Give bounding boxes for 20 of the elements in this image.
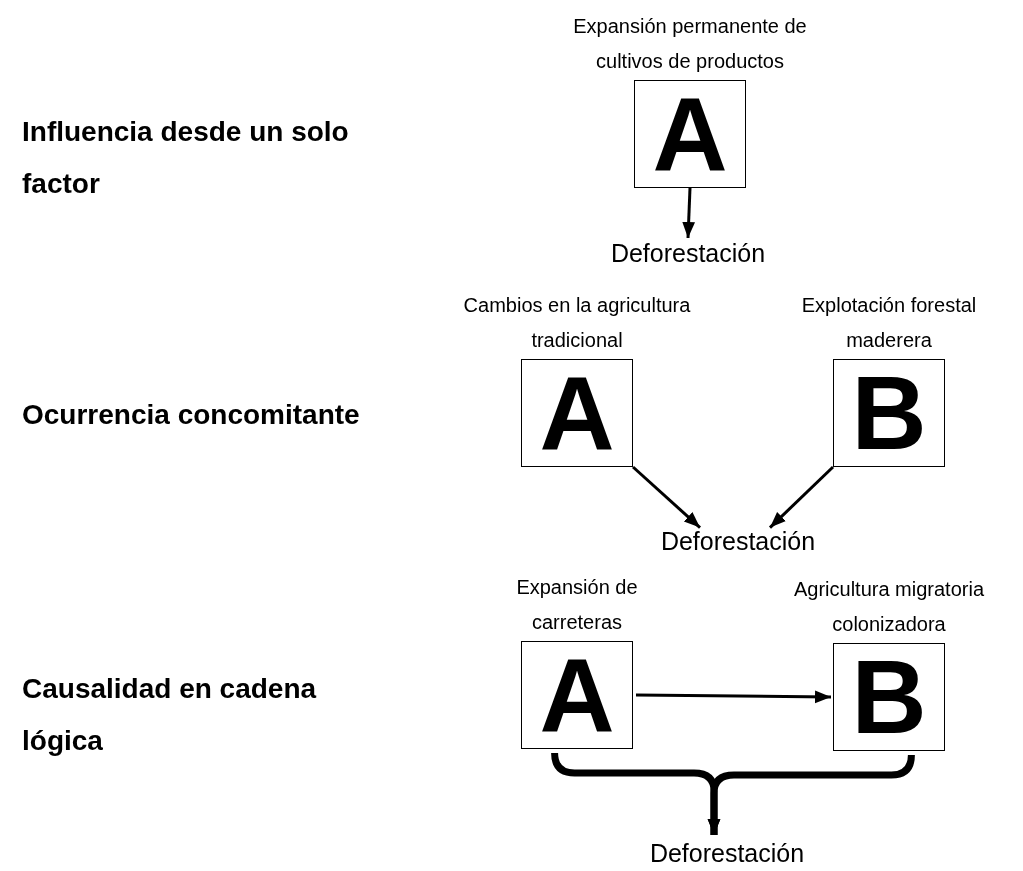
factor-letter: A (538, 643, 616, 747)
outcome-text: Deforestación (627, 838, 827, 870)
factor-letter: B (850, 645, 928, 749)
arrow (682, 187, 696, 239)
factor-letter: A (538, 361, 616, 465)
section-heading: Influencia desde un solo factor (22, 115, 350, 201)
section-heading: Causalidad en cadena lógica (22, 672, 318, 758)
section-heading: Ocurrencia concomitante (22, 398, 361, 432)
factor-caption: Agricultura migratoria colonizadora (792, 577, 986, 637)
arrow (768, 465, 835, 529)
arrow (636, 690, 831, 704)
outcome-text: Deforestación (588, 238, 788, 270)
factor-caption: Expansión permanente de cultivos de productos (572, 14, 808, 74)
factor-caption: Expansión de carreteras (515, 575, 639, 635)
factor-caption: Explotación forestal maderera (800, 293, 978, 353)
factor-letter: A (651, 82, 729, 186)
factor-caption: Cambios en la agricultura tradicional (462, 293, 692, 353)
arrow (632, 465, 701, 529)
factor-letter: B (850, 361, 928, 465)
outcome-text: Deforestación (638, 526, 838, 558)
